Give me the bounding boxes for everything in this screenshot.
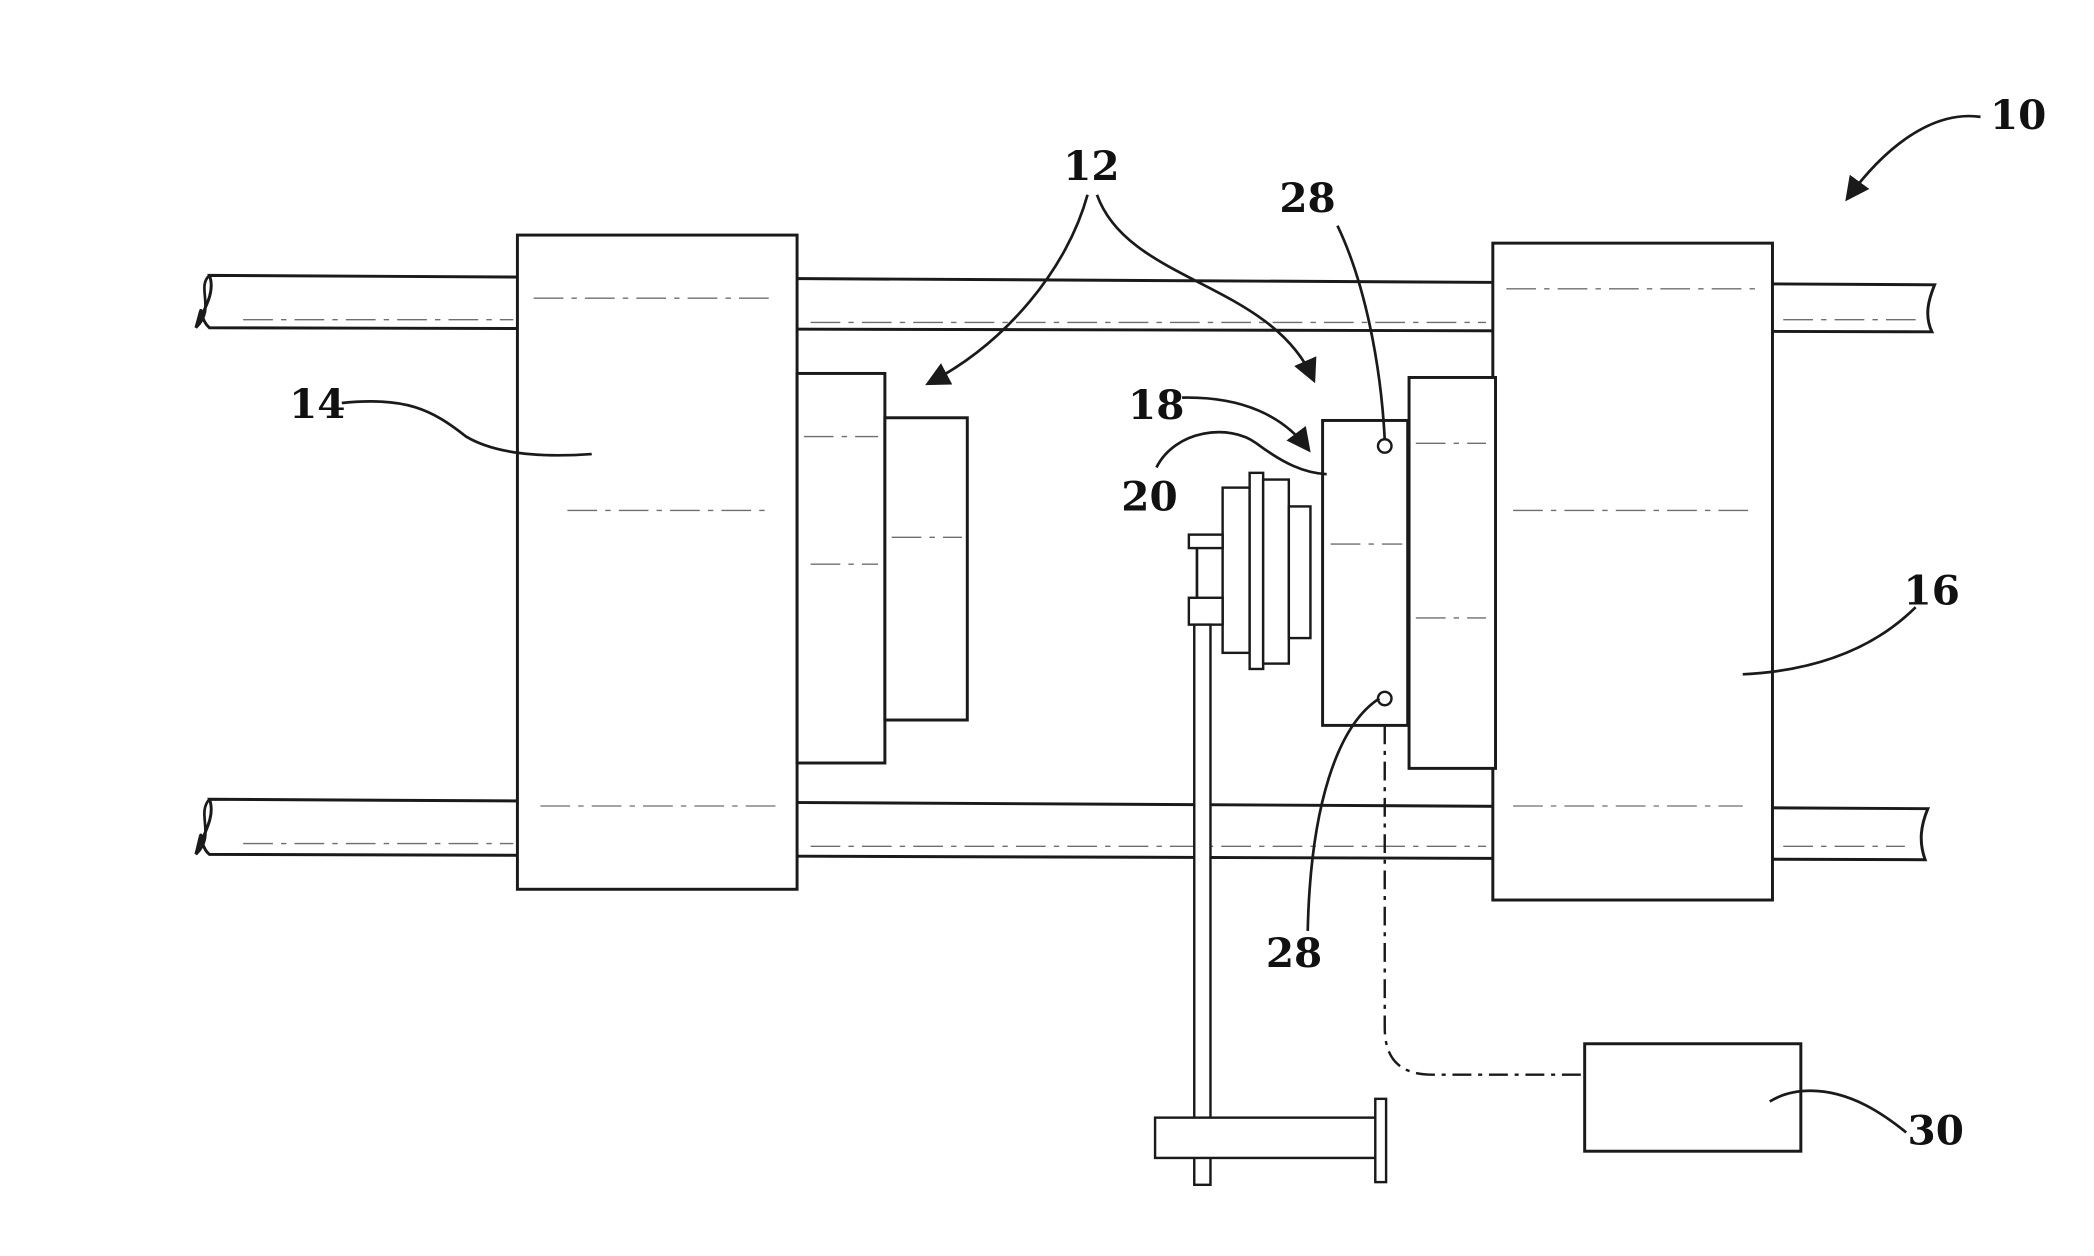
leader-10 bbox=[1848, 116, 1980, 197]
label-18: 18 bbox=[1128, 381, 1184, 429]
fixture-foot bbox=[1155, 1099, 1386, 1182]
label-16: 16 bbox=[1904, 567, 1960, 615]
label-30: 30 bbox=[1908, 1107, 1964, 1155]
label-28-top: 28 bbox=[1279, 174, 1335, 222]
controller-box bbox=[1585, 1044, 1801, 1151]
label-12: 12 bbox=[1063, 142, 1119, 190]
sensor-bottom-icon bbox=[1378, 692, 1392, 705]
leader-20 bbox=[1156, 432, 1326, 474]
right-mold-half bbox=[1323, 420, 1408, 725]
left-platen-plate bbox=[797, 373, 885, 763]
sensor-top-icon bbox=[1378, 439, 1392, 452]
label-10: 10 bbox=[1990, 91, 2046, 139]
left-platen bbox=[517, 235, 797, 889]
leader-18 bbox=[1182, 398, 1308, 449]
label-20: 20 bbox=[1121, 473, 1177, 521]
left-mold-half bbox=[885, 418, 967, 720]
right-platen bbox=[1493, 243, 1773, 900]
leader-28-top bbox=[1337, 226, 1384, 440]
right-platen-plate bbox=[1409, 377, 1495, 768]
label-28-bottom: 28 bbox=[1266, 929, 1322, 977]
label-14: 14 bbox=[289, 380, 345, 428]
